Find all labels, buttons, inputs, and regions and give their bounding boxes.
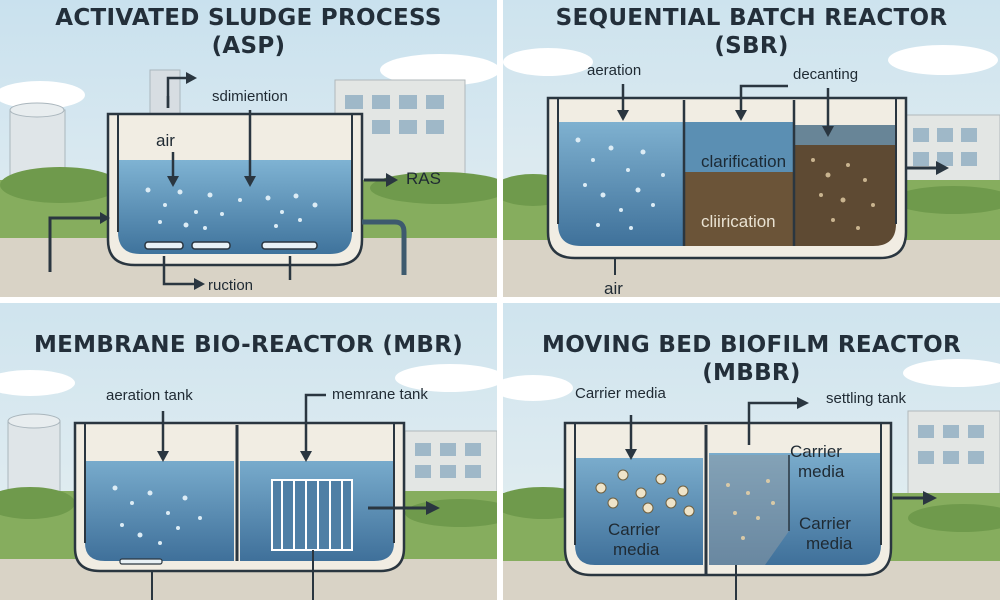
sbr-label-clarification-2: cliirication xyxy=(701,212,776,231)
arrow-head xyxy=(186,72,197,84)
asp-title-abbrev: (ASP) xyxy=(211,33,286,59)
bush xyxy=(0,167,120,203)
panel-sbr: SEQUENTIAL BATCH REACTOR (SBR) aeration … xyxy=(503,0,1000,297)
mbr-label-membrane-tank: memrane tank xyxy=(332,386,428,403)
sbr-label-decanting: decanting xyxy=(793,66,859,83)
cloud xyxy=(0,81,85,109)
asp-label-ras: RAS xyxy=(406,169,441,188)
mbr-illustration xyxy=(0,303,497,600)
bubbles xyxy=(112,485,202,545)
cloud xyxy=(503,375,573,401)
membrane-arrow xyxy=(304,393,326,453)
mbr-label-aeration-tank: aeration tank xyxy=(106,387,193,404)
panel-asp: ACTIVATED SLUDGE PROCESS (ASP) sdimienti… xyxy=(0,0,497,297)
arrow-head xyxy=(617,110,629,121)
arrow-head xyxy=(936,161,949,175)
bush xyxy=(0,487,75,519)
return-arrow xyxy=(162,256,196,286)
bubbles xyxy=(575,137,665,230)
sbr-title: SEQUENTIAL BATCH REACTOR xyxy=(555,5,948,31)
sbr-water-aeration xyxy=(558,122,683,246)
arrow-head xyxy=(157,451,169,462)
sludge-particles xyxy=(811,158,875,230)
arrow-head xyxy=(426,501,440,515)
membrane-module xyxy=(271,479,353,551)
sbr-decant-water xyxy=(795,125,896,145)
sbr-water-clear xyxy=(685,122,793,172)
sbr-label-aeration: aeration xyxy=(587,62,642,79)
arrow-head xyxy=(194,278,205,290)
arrow-head xyxy=(167,176,179,187)
mbbr-title-abbrev: (MBBR) xyxy=(702,360,801,386)
sbr-sludge xyxy=(685,172,793,246)
bush xyxy=(893,186,1000,214)
mbr-water-aeration xyxy=(85,461,234,561)
cloud xyxy=(380,54,497,86)
mbbr-title: MOVING BED BIOFILM REACTOR xyxy=(542,332,961,358)
sbr-label-clarification: clarification xyxy=(701,152,787,171)
building-windows xyxy=(913,128,977,166)
cloud xyxy=(0,370,75,396)
mbbr-label-carrier-right: Carrier xyxy=(790,442,842,461)
arrow-head xyxy=(244,176,256,187)
mbbr-label-carrier-left: Carrier xyxy=(608,520,660,539)
arrow-head xyxy=(797,397,809,409)
panel-divider-horizontal xyxy=(0,297,1000,303)
diffuser xyxy=(119,558,163,565)
cloud xyxy=(903,359,1000,387)
sbr-illustration xyxy=(503,0,1000,297)
mbbr-water-left xyxy=(575,458,703,565)
settling-arrow xyxy=(747,401,799,445)
arrow-head xyxy=(822,126,834,137)
panel-mbr: MEMBRANE BIO-REACTOR (MBR) aeration tank… xyxy=(0,303,497,600)
membrane-fibers xyxy=(281,480,343,550)
arrow-head xyxy=(386,173,398,187)
settling-particles xyxy=(726,479,775,540)
asp-illustration xyxy=(0,0,497,297)
mbr-title: MEMBRANE BIO-REACTOR (MBR) xyxy=(33,332,464,358)
arrow-head xyxy=(300,451,312,462)
building xyxy=(902,114,1000,186)
asp-label-air: air xyxy=(156,131,175,150)
bush xyxy=(908,504,1000,532)
mbbr-label-carrier-lower: Carrier xyxy=(799,514,851,533)
sbr-title-abbrev: (SBR) xyxy=(714,33,789,59)
silo-top xyxy=(7,413,61,429)
diffusers xyxy=(144,241,318,250)
mbbr-label-media-right: media xyxy=(798,462,845,481)
sbr-decant-zone xyxy=(795,125,896,246)
sbr-label-air: air xyxy=(604,279,623,298)
mbbr-label-carrier-media: Carrier media xyxy=(575,385,666,402)
asp-label-return: ruction xyxy=(208,277,254,294)
outlet-pipe xyxy=(362,219,407,275)
panel-mbbr: MOVING BED BIOFILM REACTOR (MBBR) Carrie… xyxy=(503,303,1000,600)
mbbr-illustration xyxy=(503,303,1000,600)
arrow-head xyxy=(625,449,637,460)
cloud xyxy=(503,48,593,76)
arrow-head xyxy=(100,212,110,224)
decanting-arrow-1 xyxy=(739,84,788,112)
inlet-pipe xyxy=(48,216,100,272)
arrow-head xyxy=(923,491,937,505)
cloud xyxy=(888,45,998,75)
building-windows xyxy=(415,443,481,478)
mbbr-label-media-lower: media xyxy=(806,534,853,553)
mbbr-label-media-left: media xyxy=(613,540,660,559)
carrier-media xyxy=(595,469,695,517)
asp-title: ACTIVATED SLUDGE PROCESS xyxy=(55,5,442,31)
bubbles xyxy=(145,187,318,230)
arrow-head xyxy=(735,110,747,121)
silo-top xyxy=(9,102,65,118)
building-windows xyxy=(918,425,984,464)
asp-water xyxy=(118,160,352,254)
mbbr-label-settling-tank: settling tank xyxy=(826,390,907,407)
asp-label-sediment: sdimiention xyxy=(212,88,288,105)
bush xyxy=(370,172,497,204)
cloud xyxy=(395,364,497,392)
